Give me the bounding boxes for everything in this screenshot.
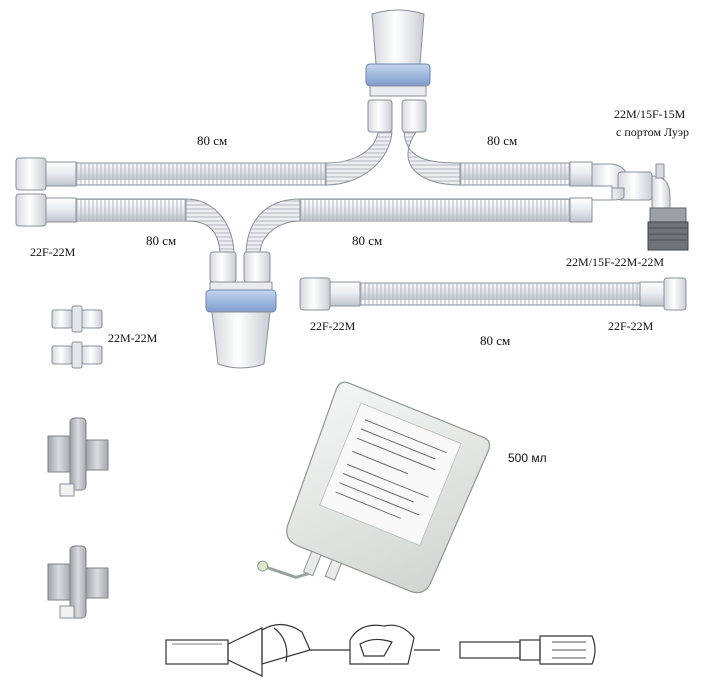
length-label-bottom-left: 80 см <box>146 233 177 248</box>
connectors-label: 22M-22M <box>108 331 158 345</box>
single-tube-right-end-label: 22F-22M <box>608 319 654 333</box>
connector-22m-22m-bottom <box>51 341 103 369</box>
length-label-top-right: 80 см <box>487 133 518 148</box>
circuit-tube-bottom-left <box>15 193 235 253</box>
circuit-tube-top-right <box>403 131 629 197</box>
connector-22m-22m-top <box>51 305 103 333</box>
circuit-end-label: 22F-22M <box>30 245 76 259</box>
length-label-single-tube: 80 см <box>480 333 511 348</box>
circuit-tube-bottom-right <box>245 187 625 253</box>
top-y-piece <box>365 9 431 133</box>
elbow-end-label: 22M/15F-22M-22M <box>566 255 665 269</box>
infusion-bag-500ml <box>257 381 491 594</box>
single-tube-left-end-label: 22F-22M <box>310 319 356 333</box>
length-label-bottom-right: 80 см <box>352 233 383 248</box>
elbow-adapter-label: 22M/15F-15M <box>614 107 686 121</box>
bag-volume-label: 500 мл <box>508 451 547 465</box>
bottom-y-piece <box>205 251 277 369</box>
infusion-set <box>165 623 596 677</box>
standalone-tube <box>299 277 687 311</box>
hme-filter-bottom <box>47 545 109 619</box>
circuit-tube-top-left <box>15 131 393 191</box>
elbow-adapter-luer-port <box>617 163 689 251</box>
hme-filter-top <box>47 417 109 497</box>
length-label-top-left: 80 см <box>197 133 228 148</box>
elbow-adapter-luer-label: с портом Луэр <box>616 125 690 139</box>
